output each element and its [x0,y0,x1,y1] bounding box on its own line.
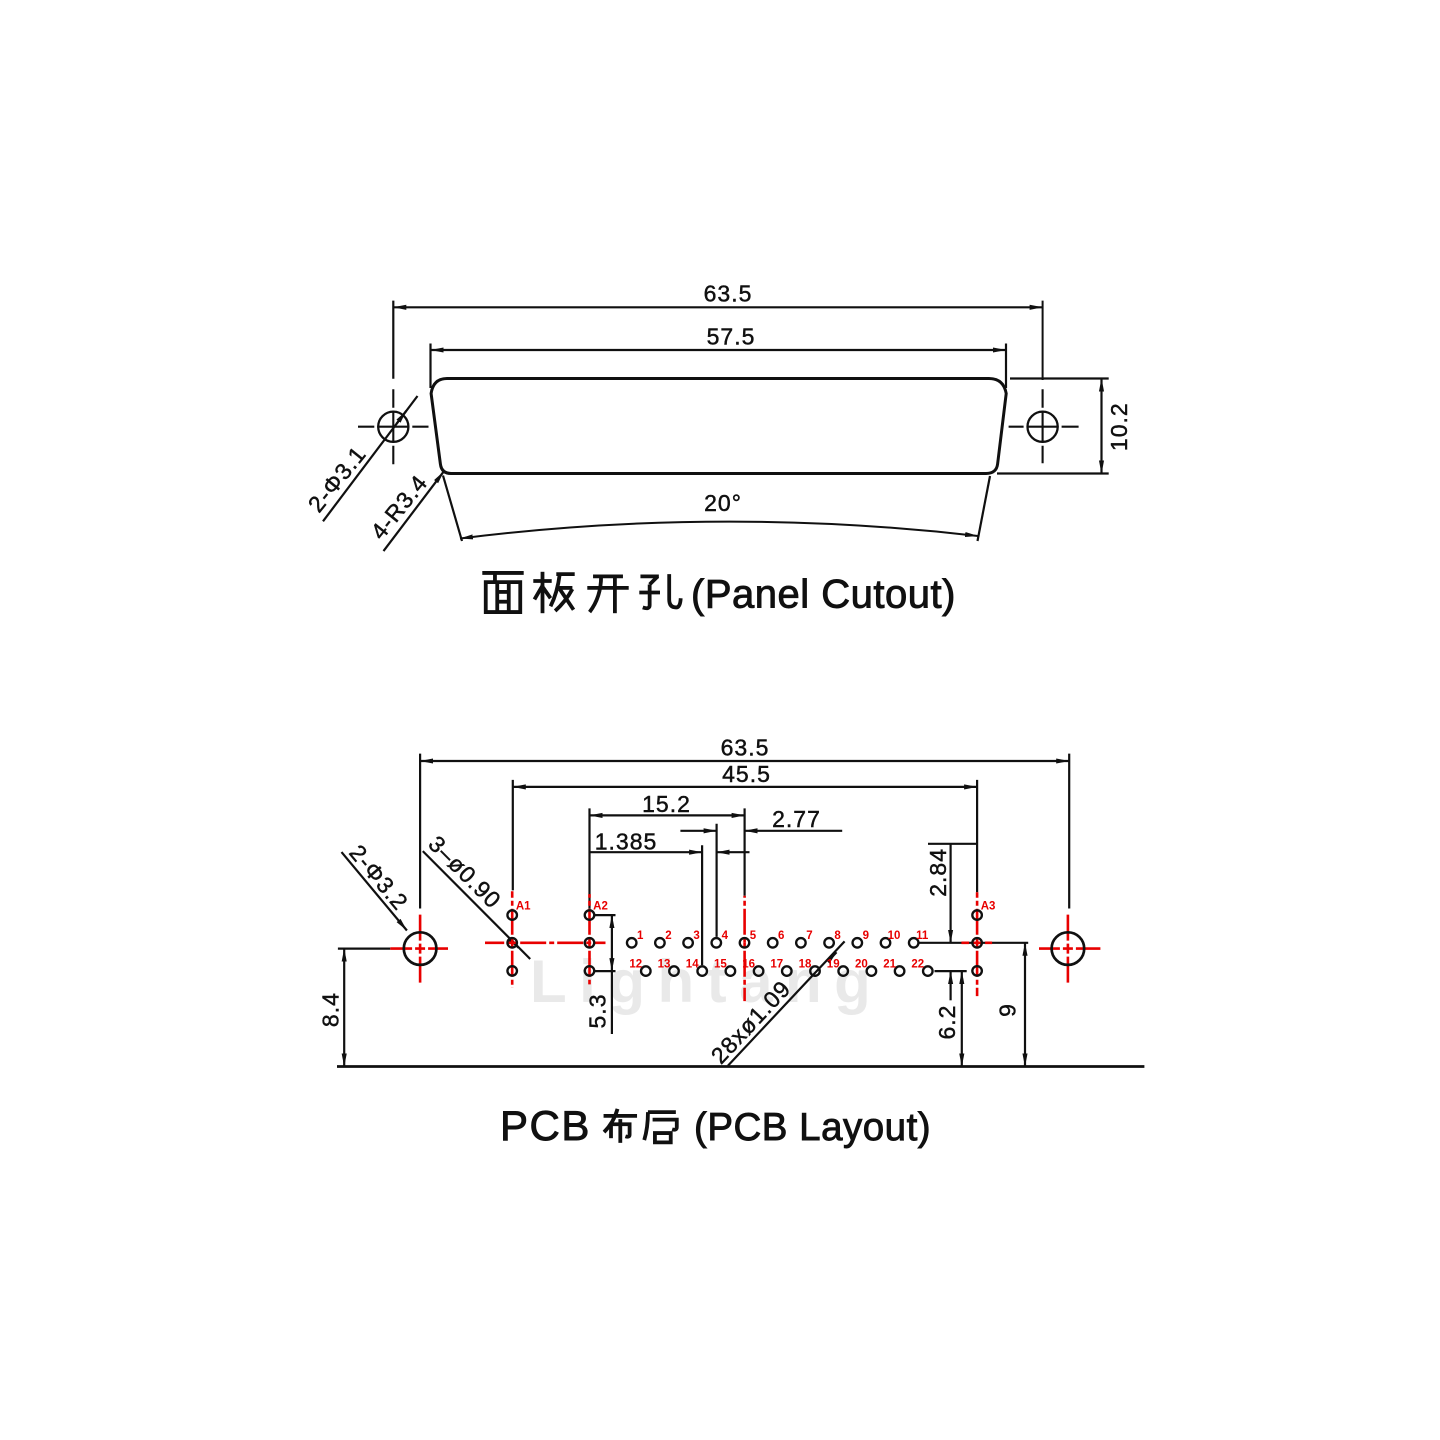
svg-text:9: 9 [863,930,869,942]
svg-text:57.5: 57.5 [707,324,756,350]
svg-text:4: 4 [722,930,729,942]
svg-text:16: 16 [742,959,755,971]
svg-text:19: 19 [827,959,840,971]
svg-text:14: 14 [686,959,699,971]
svg-text:Lightang: Lightang [530,948,883,1015]
svg-text:8: 8 [834,930,841,942]
svg-text:9: 9 [995,1003,1021,1017]
svg-text:A2: A2 [593,901,608,913]
svg-text:20: 20 [855,959,868,971]
svg-text:63.5: 63.5 [704,281,753,307]
svg-text:12: 12 [629,959,642,971]
svg-text:6.2: 6.2 [934,1005,960,1040]
svg-text:11: 11 [916,930,929,942]
svg-text:15: 15 [714,959,727,971]
svg-text:13: 13 [658,959,671,971]
svg-text:7: 7 [806,930,812,942]
svg-text:22: 22 [911,959,924,971]
svg-text:18: 18 [799,959,812,971]
svg-text:2.77: 2.77 [772,806,821,832]
svg-text:(PCB Layout): (PCB Layout) [694,1106,931,1149]
svg-text:1.385: 1.385 [595,829,658,855]
svg-text:1: 1 [637,930,644,942]
svg-text:2.84: 2.84 [925,848,951,897]
svg-text:6: 6 [778,930,784,942]
svg-text:17: 17 [770,959,783,971]
svg-text:15.2: 15.2 [642,791,691,817]
svg-text:20°: 20° [704,490,742,516]
svg-text:A3: A3 [981,901,996,913]
svg-text:8.4: 8.4 [318,992,344,1027]
svg-text:10: 10 [888,930,901,942]
svg-text:2: 2 [665,930,671,942]
svg-text:45.5: 45.5 [722,761,771,787]
svg-text:3: 3 [693,930,699,942]
svg-text:5: 5 [750,930,757,942]
svg-text:5.3: 5.3 [584,994,610,1029]
svg-text:(Panel Cutout): (Panel Cutout) [691,573,956,617]
svg-text:10.2: 10.2 [1106,402,1132,451]
svg-text:63.5: 63.5 [721,735,770,761]
svg-text:PCB: PCB [500,1102,591,1149]
svg-text:21: 21 [883,959,896,971]
svg-text:A1: A1 [516,901,531,913]
